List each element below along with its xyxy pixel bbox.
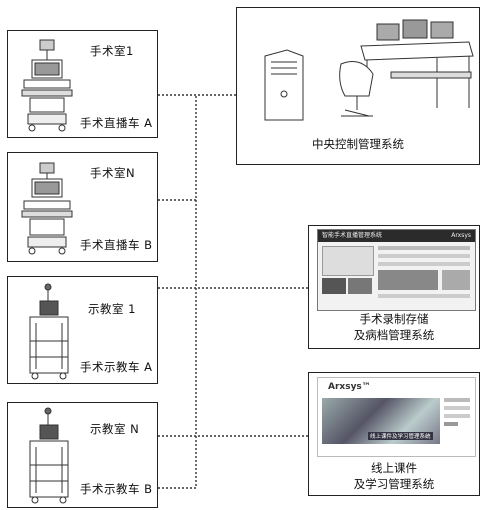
recording-system-label-line1: 手术录制存储 (359, 312, 429, 326)
connector-trunk-lower (158, 200, 197, 489)
screenshot-banner: 线上课件及学习管理系统 (368, 432, 433, 440)
live-surgery-cart-icon (21, 162, 73, 255)
teaching-room-n-box: 示教室 N 手术示教车 B (7, 402, 158, 508)
operating-room-n-box: 手术室N 手术直播车 B (7, 152, 158, 262)
central-control-label: 中央控制管理系统 (312, 137, 404, 151)
teaching-cart-icon (29, 407, 69, 504)
screenshot-brand: Arxsys™ (328, 382, 371, 392)
screenshot-brand: Arxsys (451, 232, 471, 239)
connector-operating-room-n (158, 95, 197, 201)
teaching-cart-icon (29, 283, 69, 380)
courseware-system-label-line1: 线上课件 (371, 461, 417, 475)
cart-label: 手术示教车 B (80, 482, 153, 496)
courseware-system-label-line2: 及学习管理系统 (353, 477, 435, 491)
teaching-room-1-box: 示教室 1 手术示教车 A (7, 276, 158, 384)
control-workstation-icon (264, 19, 474, 121)
screenshot-title: 智能手术直播管理系统 (322, 232, 383, 239)
live-surgery-cart-icon (21, 39, 73, 132)
recording-system-box: 智能手术直播管理系统 Arxsys 手术录制存储 及病档管理系统 (308, 225, 480, 349)
recording-system-screenshot: 智能手术直播管理系统 Arxsys (317, 229, 476, 311)
courseware-system-screenshot: Arxsys™ 线上课件及学习管理系统 (317, 377, 476, 457)
cart-label: 手术直播车 B (80, 238, 153, 252)
cart-label: 手术直播车 A (80, 116, 153, 130)
room-label: 示教室 N (90, 422, 140, 436)
cart-label: 手术示教车 A (80, 360, 153, 374)
operating-room-1-box: 手术室1 手术直播车 A (7, 30, 158, 138)
central-control-box: 中央控制管理系统 (236, 7, 480, 165)
room-label: 示教室 1 (88, 302, 136, 316)
recording-system-label-line2: 及病档管理系统 (353, 328, 435, 342)
room-label: 手术室1 (90, 44, 134, 58)
room-label: 手术室N (90, 166, 136, 180)
courseware-system-box: Arxsys™ 线上课件及学习管理系统 线上课件 及学习管理系统 (308, 372, 480, 496)
